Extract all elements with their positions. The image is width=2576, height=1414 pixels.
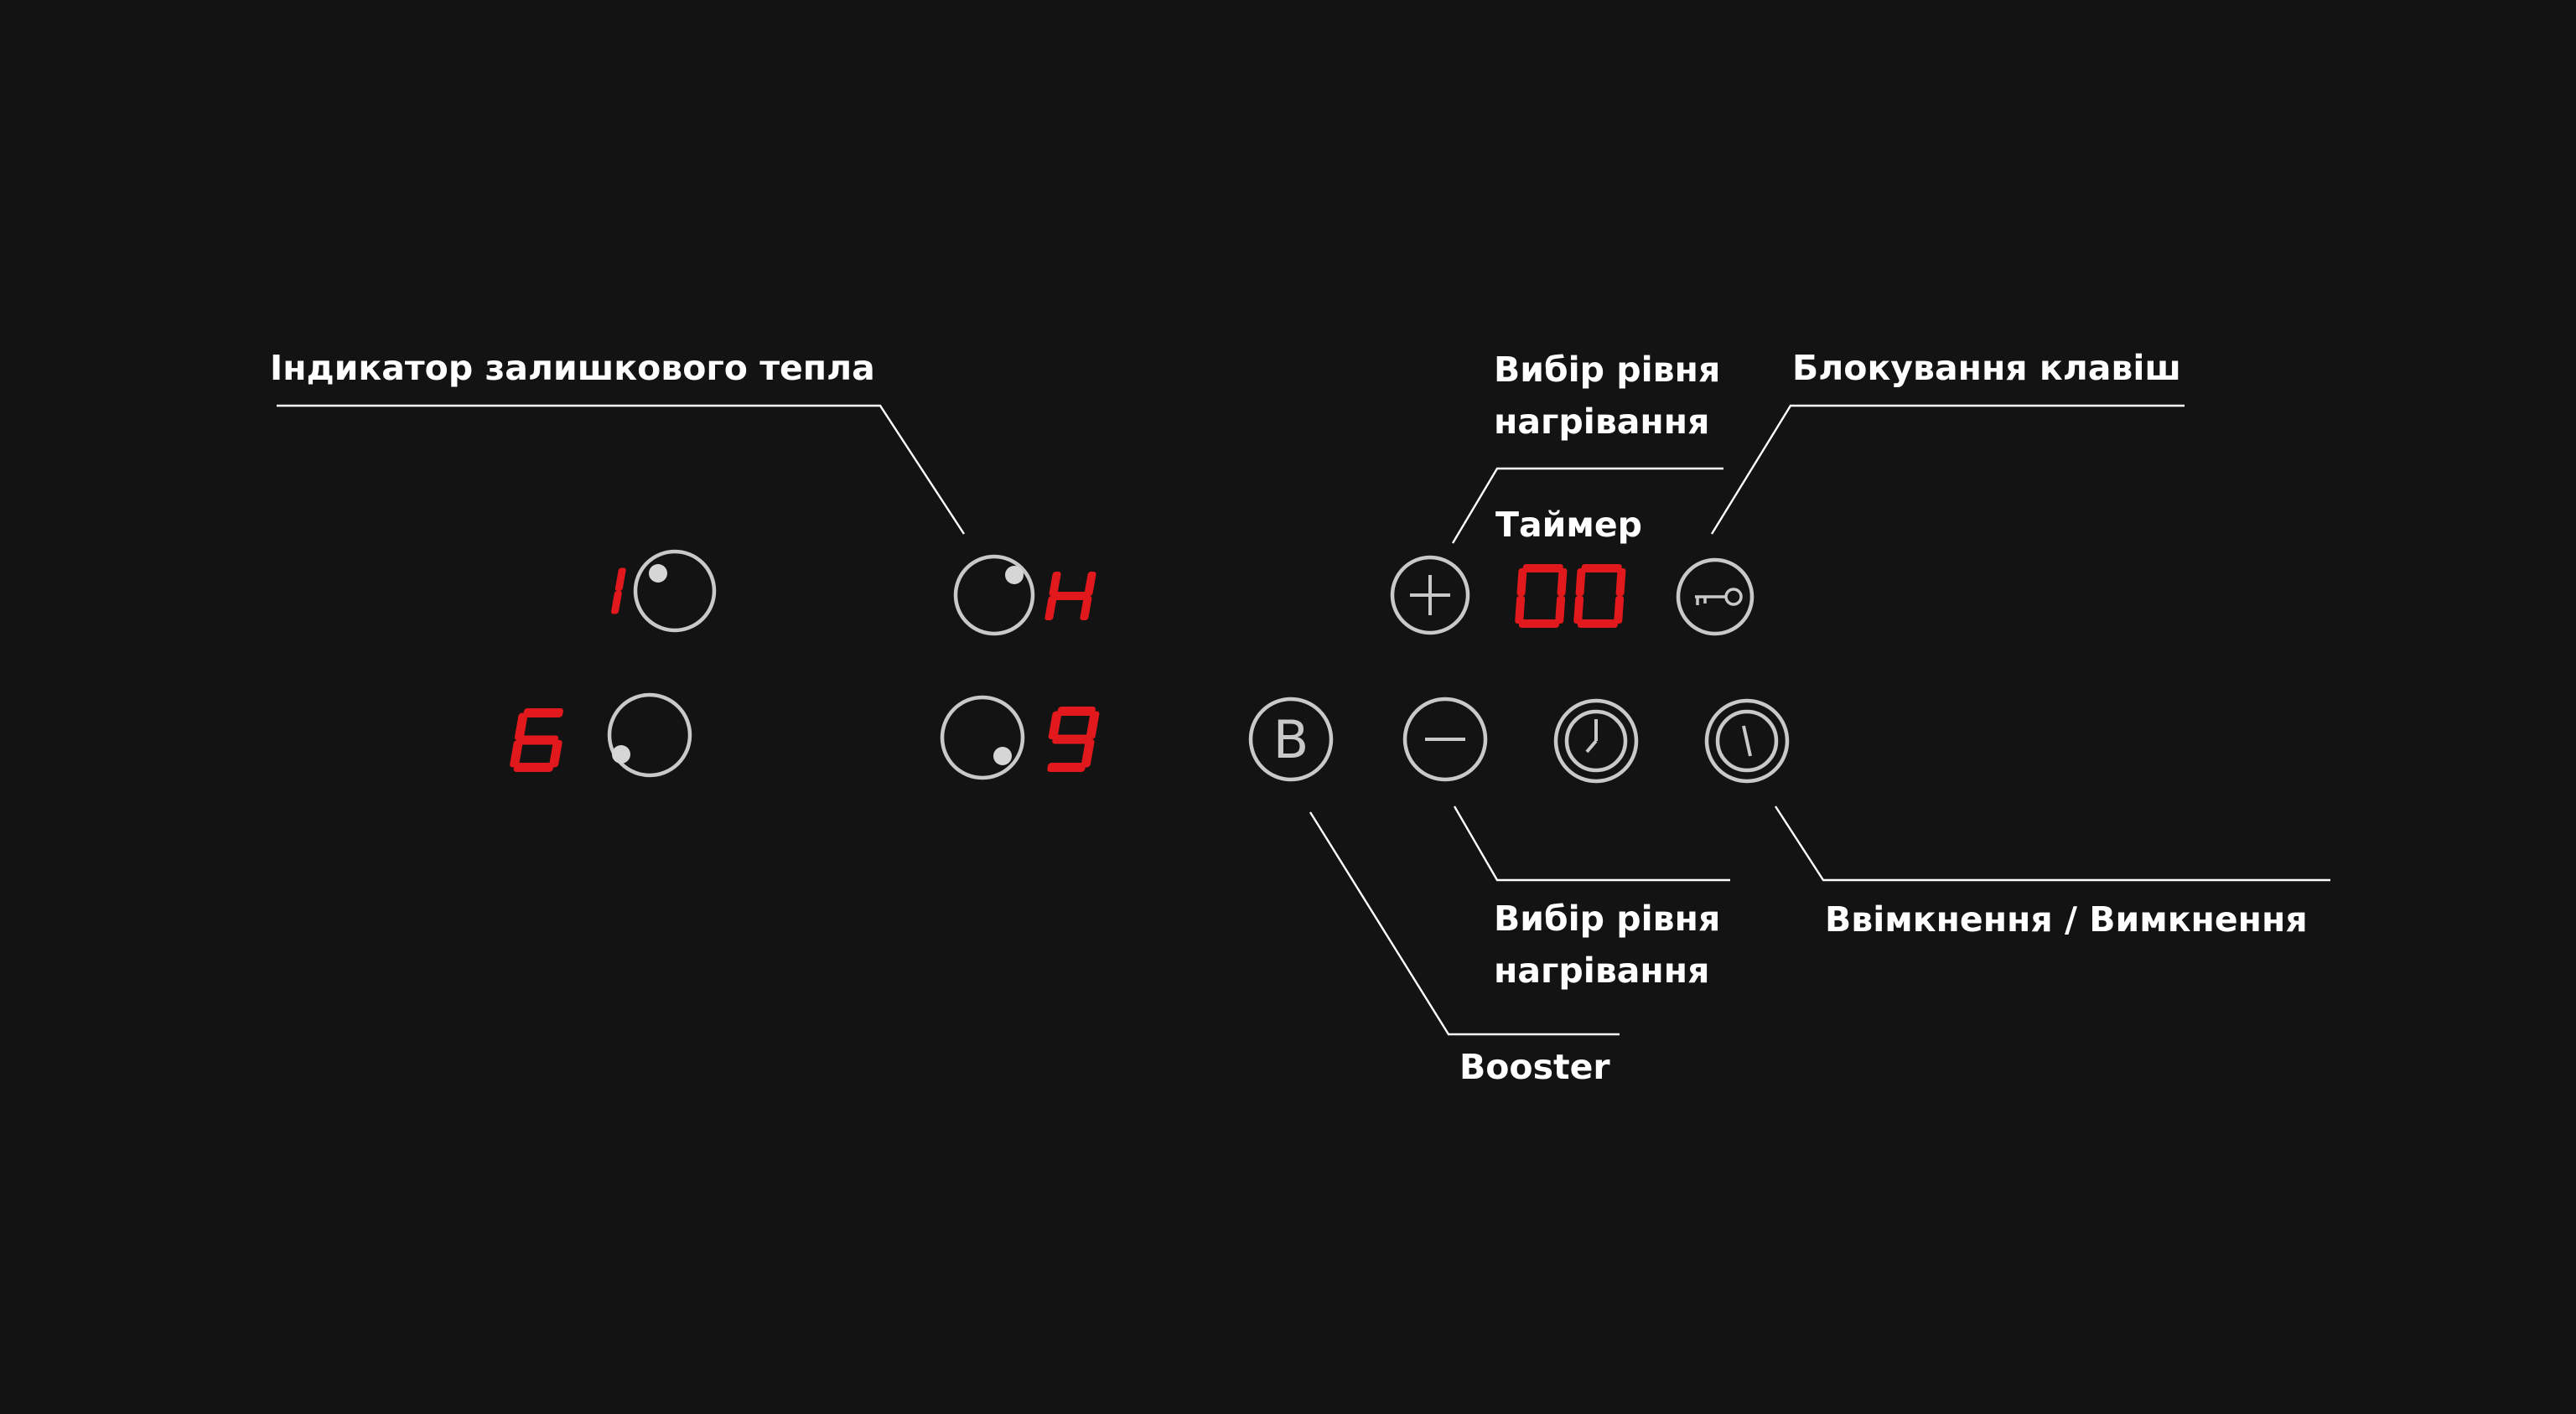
display-segment-d — [1577, 619, 1619, 628]
label-heat-level-top: Вибір рівня нагрівання — [1494, 344, 1720, 448]
key-icon — [1695, 588, 1743, 606]
display-segment-a — [1522, 564, 1563, 572]
zone-selector-front-left[interactable] — [633, 549, 717, 633]
power-button[interactable] — [1704, 698, 1790, 784]
display-segment-e — [1044, 596, 1057, 620]
key-lock-button[interactable] — [1676, 557, 1754, 636]
residual-heat-dot-icon — [612, 745, 630, 764]
display-segment-f — [514, 712, 528, 740]
display-segment-d — [1518, 619, 1560, 628]
leader-residual-heat — [277, 404, 966, 535]
display-segment-e — [1573, 596, 1584, 624]
display-segment-b — [1086, 711, 1100, 739]
zone-display-rear-left — [510, 708, 563, 772]
label-timer: Таймер — [1495, 505, 1643, 545]
power-icon — [1742, 725, 1752, 757]
label-power: Ввімкнення / Вимкнення — [1825, 899, 2308, 940]
display-segment-b — [1615, 568, 1626, 596]
display-segment-b — [1084, 572, 1096, 596]
plus-button[interactable] — [1390, 555, 1470, 635]
display-segment-f — [1048, 711, 1062, 739]
timer-display — [1515, 564, 1626, 628]
display-segment-e — [510, 740, 523, 768]
leader-heat-level-top — [1451, 467, 1723, 544]
label-heat-level-bottom: Вибір рівня нагрівання — [1494, 893, 1720, 997]
leader-power — [1774, 805, 2330, 882]
zone-selector-rear-right[interactable] — [940, 695, 1025, 780]
display-segment-g — [518, 735, 559, 745]
display-segment-b — [614, 567, 626, 591]
label-line: Вибір рівня — [1494, 350, 1721, 390]
display-segment-b — [1557, 568, 1568, 596]
zone-selector-front-right[interactable] — [953, 554, 1035, 636]
display-segment-g — [1052, 592, 1089, 600]
zone-ring-icon — [953, 554, 1035, 636]
display-segment-a — [1581, 564, 1622, 572]
residual-heat-dot-icon — [1005, 566, 1024, 584]
leader-key-lock — [1710, 404, 2185, 535]
leader-booster — [1309, 811, 1620, 1036]
display-segment-c — [549, 740, 562, 768]
residual-heat-dot-icon — [993, 747, 1012, 765]
display-segment-c — [1081, 739, 1095, 768]
label-residual-heat: Індикатор залишкового тепла — [270, 348, 875, 388]
zone-ring-icon — [940, 695, 1025, 780]
zone-display-rear-right — [1047, 707, 1100, 772]
display-segment-d — [1047, 763, 1086, 772]
display-segment-f — [1049, 572, 1061, 596]
display-segment-d — [513, 763, 554, 772]
display-segment-g — [1052, 734, 1091, 744]
display-segment-c — [610, 591, 622, 614]
display-segment-e — [1515, 596, 1526, 624]
residual-heat-dot-icon — [649, 564, 667, 583]
zone-display-front-left — [610, 567, 626, 614]
timer-digit — [1573, 564, 1626, 628]
label-key-lock: Блокування клавіш — [1792, 348, 2181, 388]
booster-b-icon: B — [1273, 709, 1309, 770]
display-segment-a — [523, 708, 563, 717]
zone-ring-icon — [633, 549, 717, 633]
clock-icon — [1585, 719, 1598, 754]
zone-display-front-right — [1044, 572, 1096, 620]
display-segment-f — [1516, 568, 1527, 596]
display-segment-c — [1614, 596, 1625, 624]
display-segment-a — [1057, 707, 1096, 716]
label-line: нагрівання — [1494, 401, 1710, 442]
label-line: Вибір рівня — [1494, 899, 1721, 939]
display-segment-c — [1080, 596, 1092, 620]
display-segment-f — [1575, 568, 1586, 596]
zone-ring-icon — [607, 692, 692, 778]
display-segment-c — [1555, 596, 1566, 624]
leader-heat-level-bottom — [1453, 805, 1730, 882]
label-booster: Booster — [1459, 1047, 1610, 1087]
timer-digit — [1515, 564, 1568, 628]
timer-button[interactable] — [1553, 698, 1639, 784]
minus-button[interactable] — [1402, 697, 1488, 782]
booster-button[interactable]: B — [1248, 697, 1334, 782]
label-line: нагрівання — [1494, 950, 1710, 991]
zone-selector-rear-left[interactable] — [607, 692, 692, 778]
plus-icon — [1410, 575, 1450, 615]
